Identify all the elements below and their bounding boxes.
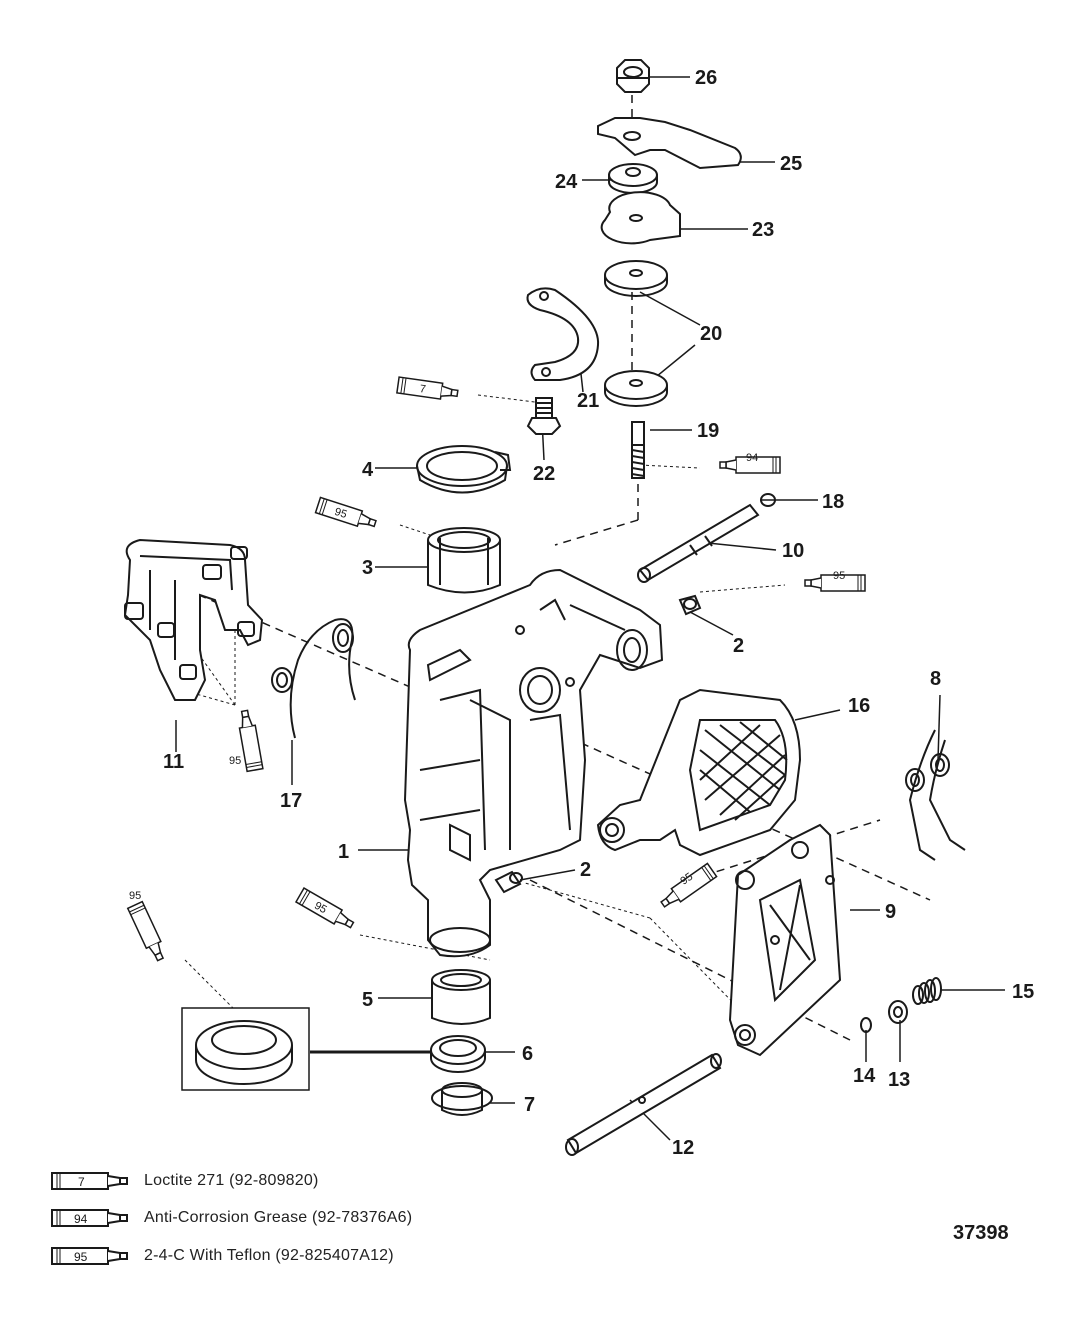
part-25-friction-lever <box>597 117 742 170</box>
diagram-number: 37398 <box>953 1222 1009 1244</box>
part-2-grease-fitting-lower <box>494 870 523 894</box>
part-16-reverse-lock <box>596 688 802 857</box>
part-18-retaining-ring <box>760 493 776 507</box>
callout-18: 18 <box>822 491 844 513</box>
svg-text:94: 94 <box>74 1212 88 1226</box>
part-19-stud <box>631 421 645 479</box>
tube-icon: 95 <box>51 1247 128 1265</box>
callout-25: 25 <box>780 153 802 175</box>
callout-numbers: 26 25 24 23 20 21 19 22 4 18 10 3 2 8 16… <box>163 67 1034 1159</box>
part-21-friction-shoe <box>526 287 600 381</box>
tube-95-seal: 95 <box>126 890 169 964</box>
part-3-bushing <box>427 527 501 594</box>
callout-8: 8 <box>930 668 941 690</box>
callout-12: 12 <box>672 1137 694 1159</box>
callout-6: 6 <box>522 1043 533 1065</box>
tube-94-grease: 94 <box>719 452 781 474</box>
tube-95-lever: 95 <box>657 862 718 912</box>
callout-5: 5 <box>362 989 373 1011</box>
callout-10: 10 <box>782 540 804 562</box>
tube-95-clamp: 95 <box>229 708 264 773</box>
part-8-spring <box>905 729 966 861</box>
legend-row-teflon: 95 2-4-C With Teflon (92-825407A12) <box>50 1243 394 1269</box>
callout-7: 7 <box>524 1094 535 1116</box>
callout-1: 1 <box>338 841 349 863</box>
callout-13: 13 <box>888 1069 910 1091</box>
callout-19: 19 <box>697 420 719 442</box>
callout-9: 9 <box>885 901 896 923</box>
callout-21: 21 <box>577 390 599 412</box>
part-2-grease-fitting-upper <box>678 594 702 616</box>
part-4-ring <box>416 445 512 494</box>
legend-row-loctite: 7 Loctite 271 (92-809820) <box>50 1168 319 1194</box>
svg-text:95: 95 <box>74 1250 88 1264</box>
legend-row-grease: 94 Anti-Corrosion Grease (92-78376A6) <box>50 1205 412 1231</box>
part-17-spring <box>271 618 356 739</box>
callout-26: 26 <box>695 67 717 89</box>
callout-16: 16 <box>848 695 870 717</box>
tube-icon: 7 <box>51 1172 128 1190</box>
callout-14: 14 <box>853 1065 876 1087</box>
part-20-washers <box>604 260 668 407</box>
callout-24: 24 <box>555 171 578 193</box>
legend-text: Anti-Corrosion Grease (92-78376A6) <box>144 1209 413 1226</box>
svg-text:94: 94 <box>746 452 758 464</box>
part-12-tilt-lock-shaft <box>565 1053 722 1156</box>
part-15-spring <box>912 977 942 1005</box>
tube-7-loctite: 7 <box>396 376 460 403</box>
callout-20: 20 <box>700 323 722 345</box>
legend-text: 2-4-C With Teflon (92-825407A12) <box>144 1247 394 1264</box>
callout-2: 2 <box>733 635 744 657</box>
tube-95-bushing: 95 <box>314 496 379 532</box>
part-13-washer <box>888 1000 908 1024</box>
callout-4: 4 <box>362 459 374 481</box>
callout-23: 23 <box>752 219 774 241</box>
part-22-screw <box>526 397 562 435</box>
part-1-swivel-bracket <box>403 568 664 958</box>
svg-text:95: 95 <box>229 755 241 767</box>
part-23-friction-plate <box>600 191 681 245</box>
part-14-ring <box>860 1017 872 1033</box>
tube-95-pin: 95 <box>804 570 866 592</box>
part-11-clamp-bracket <box>123 538 264 701</box>
seal-detail-inset <box>181 1007 310 1091</box>
part-10-pin <box>637 503 760 583</box>
tube-95-fitting: 95 <box>295 887 357 933</box>
part-9-tilt-lock-lever <box>728 823 842 1057</box>
svg-text:95: 95 <box>312 900 329 917</box>
svg-text:95: 95 <box>678 871 695 888</box>
part-7-flange-bushing <box>431 1082 493 1116</box>
svg-text:95: 95 <box>833 570 845 582</box>
callout-15: 15 <box>1012 981 1034 1003</box>
part-6-seal <box>430 1035 486 1073</box>
callout-22: 22 <box>533 463 555 485</box>
part-24-washer <box>608 163 658 194</box>
part-26-locknut <box>616 59 650 93</box>
callout-11: 11 <box>163 751 184 773</box>
legend-text: Loctite 271 (92-809820) <box>144 1172 319 1189</box>
part-5-bushing <box>431 969 491 1025</box>
svg-text:95: 95 <box>129 890 141 902</box>
callout-17: 17 <box>280 790 302 812</box>
tube-icon: 94 <box>51 1209 128 1227</box>
svg-text:7: 7 <box>78 1175 85 1189</box>
svg-text:95: 95 <box>333 506 348 521</box>
callout-3: 3 <box>362 557 373 579</box>
callout-2: 2 <box>580 859 591 881</box>
svg-text:7: 7 <box>419 383 427 396</box>
